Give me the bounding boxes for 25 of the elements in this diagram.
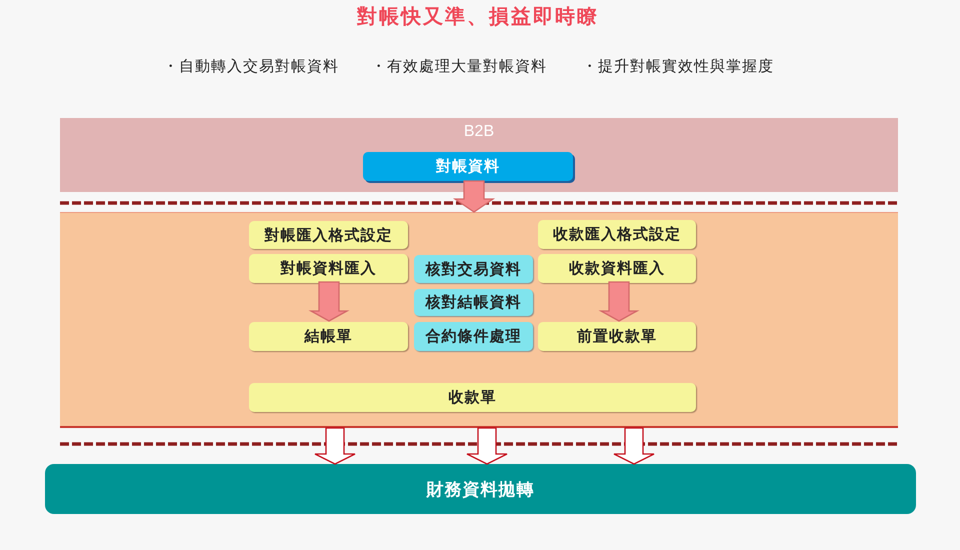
down-arrow <box>314 427 356 465</box>
process-box: 對帳匯入格式設定 <box>249 221 408 249</box>
down-arrow <box>613 427 655 465</box>
process-box: 核對結帳資料 <box>414 289 533 316</box>
process-box: 核對交易資料 <box>414 255 533 283</box>
bullet-item: ・有效處理大量對帳資料 <box>371 57 547 77</box>
page-title: 對帳快又準、損益即時瞭 <box>357 5 599 29</box>
band-heading: B2B <box>464 122 494 142</box>
process-box: 前置收款單 <box>538 322 696 351</box>
process-box: 對帳資料 <box>363 152 573 181</box>
process-box: 合約條件處理 <box>414 322 533 351</box>
down-arrow <box>466 427 508 465</box>
top-band <box>60 118 898 192</box>
process-band <box>60 212 898 428</box>
bullet-item: ・提升對帳實效性與掌握度 <box>582 57 774 77</box>
bullet-item: ・自動轉入交易對帳資料 <box>163 57 339 77</box>
process-box: 對帳資料匯入 <box>249 254 408 283</box>
process-box: 收款資料匯入 <box>538 254 696 283</box>
down-arrow <box>452 180 496 213</box>
process-box: 收款單 <box>249 383 696 412</box>
output-bar: 財務資料拋轉 <box>45 464 916 514</box>
down-arrow <box>308 281 350 322</box>
process-box: 結帳單 <box>249 322 408 351</box>
down-arrow <box>598 281 640 322</box>
process-box: 收款匯入格式設定 <box>538 220 696 249</box>
